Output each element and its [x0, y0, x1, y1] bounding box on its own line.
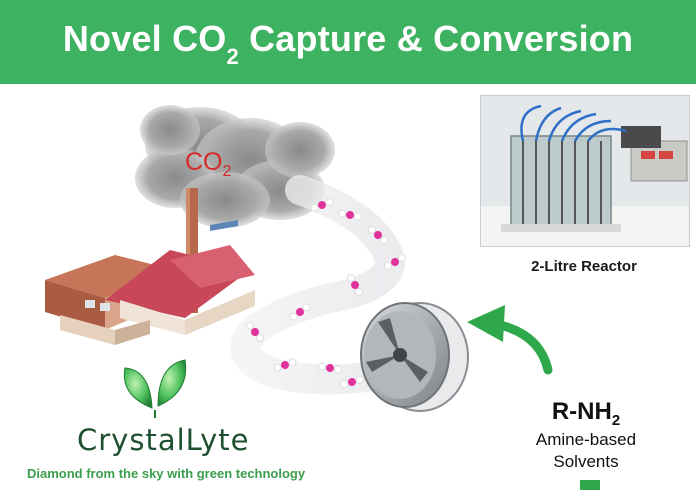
amine-description-line2: Solvents: [553, 452, 619, 471]
cycle-arrow-icon: [467, 305, 600, 490]
amine-formula: R-NH2: [551, 398, 621, 429]
smoke-cloud-icon: [135, 105, 335, 228]
factory-icon: [45, 220, 255, 345]
reactor-label: 2-Litre Reactor: [531, 258, 637, 275]
page-title: Novel CO2 Capture & Conversion: [62, 18, 634, 69]
turbine-icon: [360, 302, 469, 412]
gas-flow-tube: [230, 175, 406, 395]
crystal-leaf-logo: [123, 359, 187, 418]
reactor-photo: [480, 95, 690, 247]
title-banner: Novel CO2 Capture & Conversion: [0, 0, 696, 84]
co2-molecule-icon: [245, 198, 406, 389]
illustration: [45, 105, 600, 490]
co2-label: CO2: [185, 148, 232, 180]
brand-tagline: Diamond from the sky with green technolo…: [27, 466, 306, 481]
brand-name: CrystalLyte: [77, 423, 250, 457]
amine-description-line1: Amine-based: [535, 430, 637, 449]
